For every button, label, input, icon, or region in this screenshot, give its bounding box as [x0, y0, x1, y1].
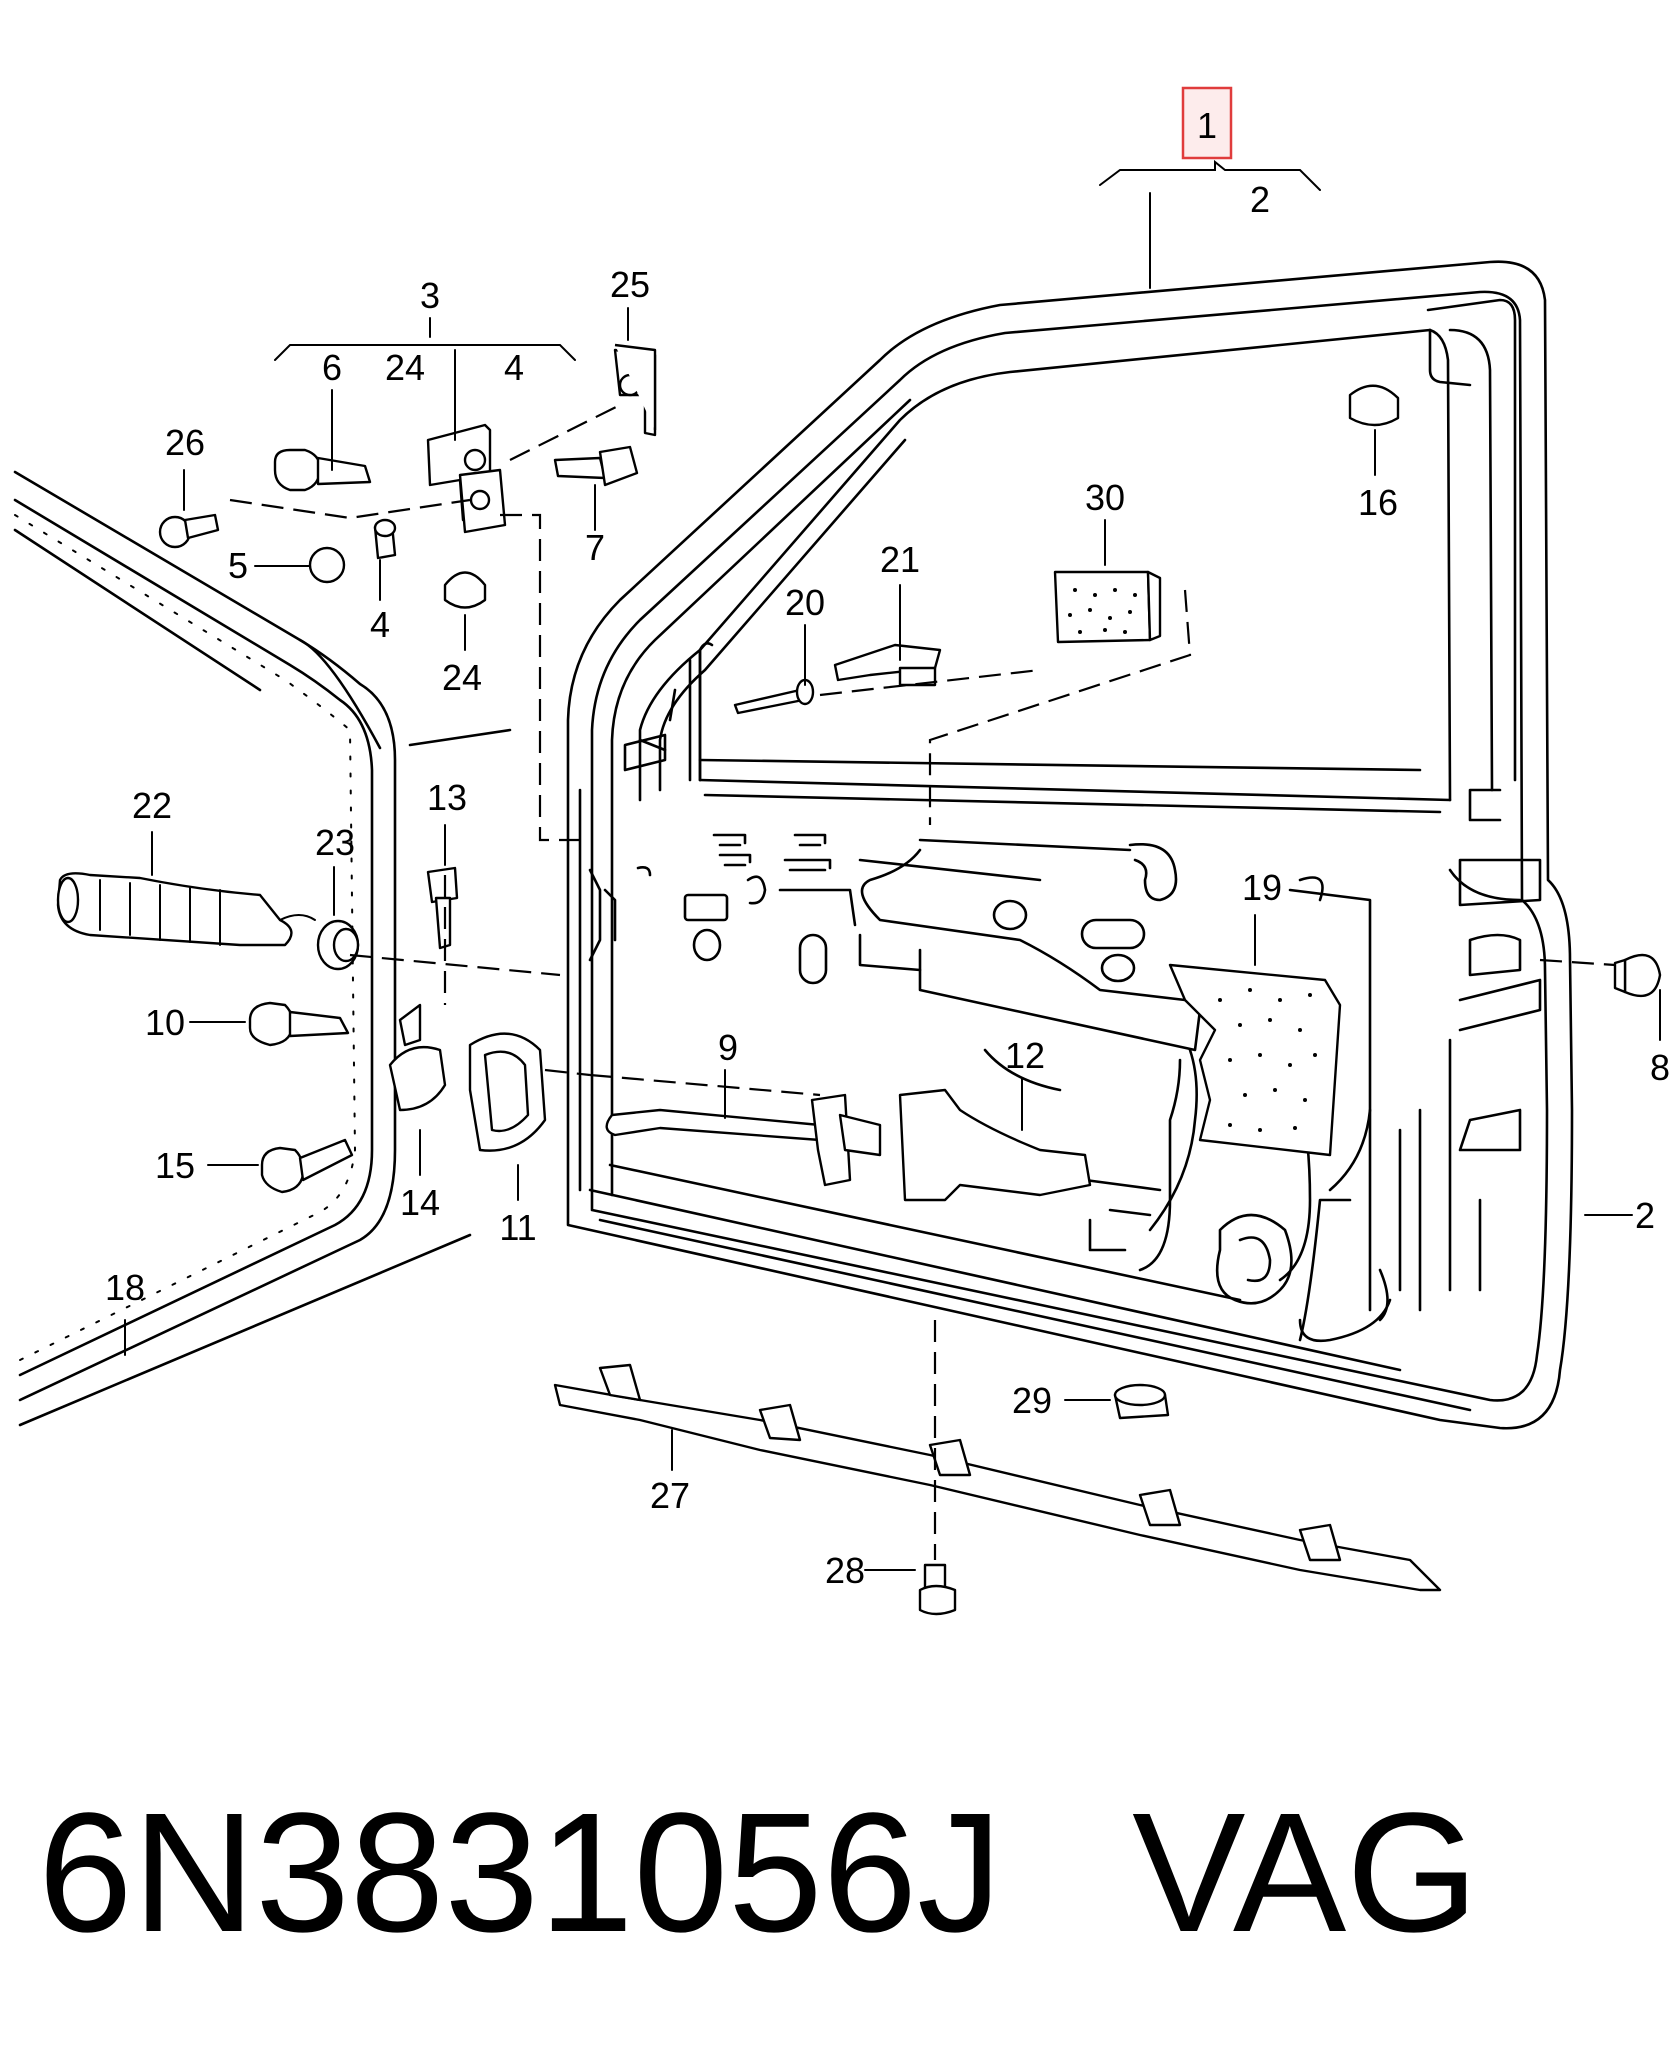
sill-strip-part-27	[553, 1363, 1442, 1592]
callout-9: 9	[718, 1027, 738, 1068]
hinge-assembly	[426, 348, 657, 534]
callout-11: 11	[499, 1207, 536, 1248]
callout-23: 23	[315, 822, 355, 863]
pin-part-5	[308, 546, 346, 584]
callout-4: 4	[504, 347, 524, 388]
pad-part-30	[1053, 570, 1162, 644]
callout-6: 6	[322, 347, 342, 388]
callout-28: 28	[825, 1550, 865, 1591]
wiring-boot-part-22	[56, 872, 316, 947]
part-caption: 6N3831056J VAG	[38, 1778, 1479, 1968]
window-frame-detail	[688, 642, 714, 782]
callout-16: 16	[1358, 482, 1398, 523]
callout-19: 19	[1242, 867, 1282, 908]
callout-12: 12	[1005, 1035, 1045, 1076]
grommet-part-11	[468, 1032, 547, 1152]
callout-30: 30	[1085, 477, 1125, 518]
grommet-part-23	[316, 919, 360, 971]
screw-part-28	[918, 1563, 957, 1616]
callout-14: 14	[400, 1182, 440, 1223]
callout-24: 24	[442, 657, 482, 698]
callout-13: 13	[427, 777, 467, 818]
callout-25: 25	[610, 264, 650, 305]
bolt-part-15	[260, 1138, 354, 1194]
callout-5: 5	[228, 545, 248, 586]
callout-21: 21	[880, 539, 920, 580]
callout-20: 20	[785, 582, 825, 623]
rivet-part-20	[733, 678, 815, 715]
cap-part-16	[1348, 384, 1400, 427]
callout-3: 3	[420, 275, 440, 316]
callout-10: 10	[145, 1002, 185, 1043]
leader-lines	[124, 159, 1661, 1571]
assembly-dashed-lines	[229, 404, 1616, 1560]
nut-part-29	[1113, 1383, 1170, 1420]
callout-15: 15	[155, 1145, 195, 1186]
callout-29: 29	[1012, 1380, 1052, 1421]
brand-name: VAG	[1132, 1778, 1479, 1968]
door-check-part-9	[605, 1093, 882, 1187]
callout-2: 2	[1635, 1195, 1655, 1236]
sound-pad-part-19	[1168, 963, 1342, 1157]
door-exploded-parts-diagram: 1 2 2 3 4 4 5 6 7 8 9 10 11 12 13 14 15 …	[13, 86, 1670, 1616]
cap-nut-part-24	[443, 571, 487, 609]
callout-2: 2	[1250, 179, 1270, 220]
callout-1-highlight-box	[1181, 86, 1233, 160]
callout-26: 26	[165, 422, 205, 463]
callout-24: 24	[385, 347, 425, 388]
body-pillar-panel	[13, 470, 512, 1427]
screw-part-7	[553, 445, 639, 487]
callout-7: 7	[585, 527, 605, 568]
bolt-part-13	[426, 866, 459, 950]
cap-part-8	[1613, 953, 1662, 998]
screw-part-26	[158, 513, 220, 549]
lock-housing-part-12	[898, 1088, 1092, 1202]
door-shell	[566, 260, 1574, 1430]
clip-part-21	[833, 643, 942, 687]
bolt-part-6	[273, 448, 372, 492]
callout-18: 18	[105, 1267, 145, 1308]
callout-labels: 1 2 2 3 4 4 5 6 7 8 9 10 11 12 13 14 15 …	[105, 86, 1670, 1591]
hinge-strap-part-14	[388, 1003, 447, 1112]
callout-27: 27	[650, 1475, 690, 1516]
callout-8: 8	[1650, 1047, 1670, 1088]
part-number: 6N3831056J	[38, 1778, 1003, 1968]
bracket-part-25	[614, 343, 657, 430]
callout-1: 1	[1197, 105, 1217, 146]
callout-22: 22	[132, 785, 172, 826]
callout-4: 4	[370, 604, 390, 645]
bolt-part-10	[248, 1001, 350, 1047]
bushing-part-4	[373, 518, 397, 560]
